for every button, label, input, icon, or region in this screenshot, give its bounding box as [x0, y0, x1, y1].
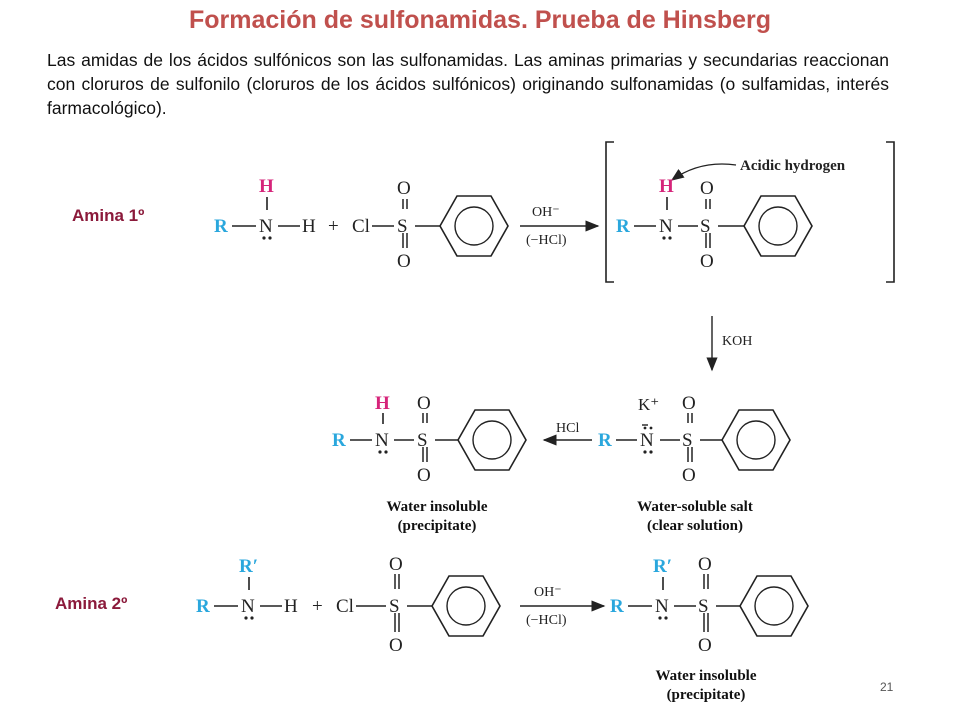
caption-precipitate: (precipitate) [398, 518, 477, 534]
caption-water-insoluble: Water insoluble [656, 668, 757, 684]
benzene-ring [431, 575, 501, 637]
sulfur-atom: S [397, 216, 408, 237]
acidic-hydrogen-atom: H [375, 393, 390, 414]
sulfur-atom: S [698, 596, 709, 617]
oxygen-atom: O [700, 251, 714, 272]
tertiary-sulfonamide-molecule: R N R′ S O O Water insoluble (precipitat… [610, 554, 809, 703]
sulfur-atom: S [389, 596, 400, 617]
benzene-ring [743, 195, 813, 257]
oxygen-atom: O [397, 251, 411, 272]
chlorine-atom: Cl [352, 216, 370, 237]
benzenesulfonyl-chloride-molecule: Cl S O O [336, 554, 501, 656]
r-group: R [196, 596, 210, 617]
secondary-amine-molecule: R N R′ H [196, 556, 298, 620]
benzene-ring [457, 409, 527, 471]
nitrogen-atom: N [241, 596, 255, 617]
oxygen-atom: O [389, 635, 403, 656]
reagent-hydroxide: OH⁻ [532, 205, 560, 220]
primary-amine-molecule: R N H H [214, 176, 316, 240]
hydrogen-atom: H [284, 596, 298, 617]
oxygen-atom: O [682, 393, 696, 414]
reaction-arrow-base-2: OH⁻ (−HCl) [520, 585, 606, 628]
benzene-ring [721, 409, 791, 471]
bracketed-sulfonamide-product: Acidic hydrogen R N H S O O [605, 141, 895, 283]
benzene-ring [439, 195, 509, 257]
r-group: R [332, 430, 346, 451]
caption-water-soluble-salt: Water-soluble salt [637, 499, 753, 515]
r-group: R [214, 216, 228, 237]
reaction-arrow-koh: KOH [706, 316, 752, 372]
oxygen-atom: O [397, 178, 411, 199]
reagent-minus-hcl: (−HCl) [526, 233, 567, 248]
r-group: R [616, 216, 630, 237]
hydrogen-atom: H [302, 216, 316, 237]
plus-sign: + [312, 596, 323, 617]
reaction-arrow-base: OH⁻ (−HCl) [520, 205, 600, 248]
reagent-minus-hcl: (−HCl) [526, 613, 567, 628]
acidic-hydrogen-annotation: Acidic hydrogen [740, 158, 846, 174]
nitrogen-atom: N [375, 430, 389, 451]
reaction-arrow-hcl: HCl [542, 421, 592, 446]
oxygen-atom: O [389, 554, 403, 575]
acidic-hydrogen-atom: H [259, 176, 274, 197]
label-primary-amine: Amina 1º [72, 206, 145, 225]
oxygen-atom: O [700, 178, 714, 199]
nitrogen-atom: N [655, 596, 669, 617]
r-prime-group: R′ [239, 556, 258, 577]
oxygen-atom: O [417, 465, 431, 486]
benzenesulfonyl-chloride-molecule: Cl S O O [352, 178, 509, 272]
r-group: R [598, 430, 612, 451]
plus-sign: + [328, 216, 339, 237]
chlorine-atom: Cl [336, 596, 354, 617]
oxygen-atom: O [682, 465, 696, 486]
reagent-hcl: HCl [556, 421, 579, 436]
acidic-hydrogen-atom: H [659, 176, 674, 197]
nitrogen-atom: N [659, 216, 673, 237]
potassium-ion: K⁺ [638, 395, 659, 414]
caption-water-insoluble: Water insoluble [387, 499, 488, 515]
oxygen-atom: O [698, 554, 712, 575]
label-secondary-amine: Amina 2º [55, 594, 128, 613]
sulfonamide-precipitate-molecule: R N H S O O Water insoluble (precipitate… [332, 393, 527, 534]
oxygen-atom: O [698, 635, 712, 656]
page-number: 21 [880, 680, 894, 694]
sulfur-atom: S [682, 430, 693, 451]
oxygen-atom: O [417, 393, 431, 414]
benzene-ring [739, 575, 809, 637]
slide-title: Formación de sulfonamidas. Prueba de Hin… [188, 6, 772, 34]
intro-paragraph: Las amidas de los ácidos sulfónicos son … [47, 50, 889, 118]
reagent-koh: KOH [722, 334, 752, 349]
reagent-hydroxide: OH⁻ [534, 585, 562, 600]
nitrogen-atom: N [259, 216, 273, 237]
caption-precipitate: (precipitate) [667, 687, 746, 703]
sulfur-atom: S [417, 430, 428, 451]
potassium-salt-molecule: R N K⁺ S O O Water-soluble salt (clear s… [598, 393, 791, 534]
sulfur-atom: S [700, 216, 711, 237]
nitrogen-atom: N [640, 430, 654, 451]
caption-clear-solution: (clear solution) [647, 518, 743, 534]
r-prime-group: R′ [653, 556, 672, 577]
r-group: R [610, 596, 624, 617]
